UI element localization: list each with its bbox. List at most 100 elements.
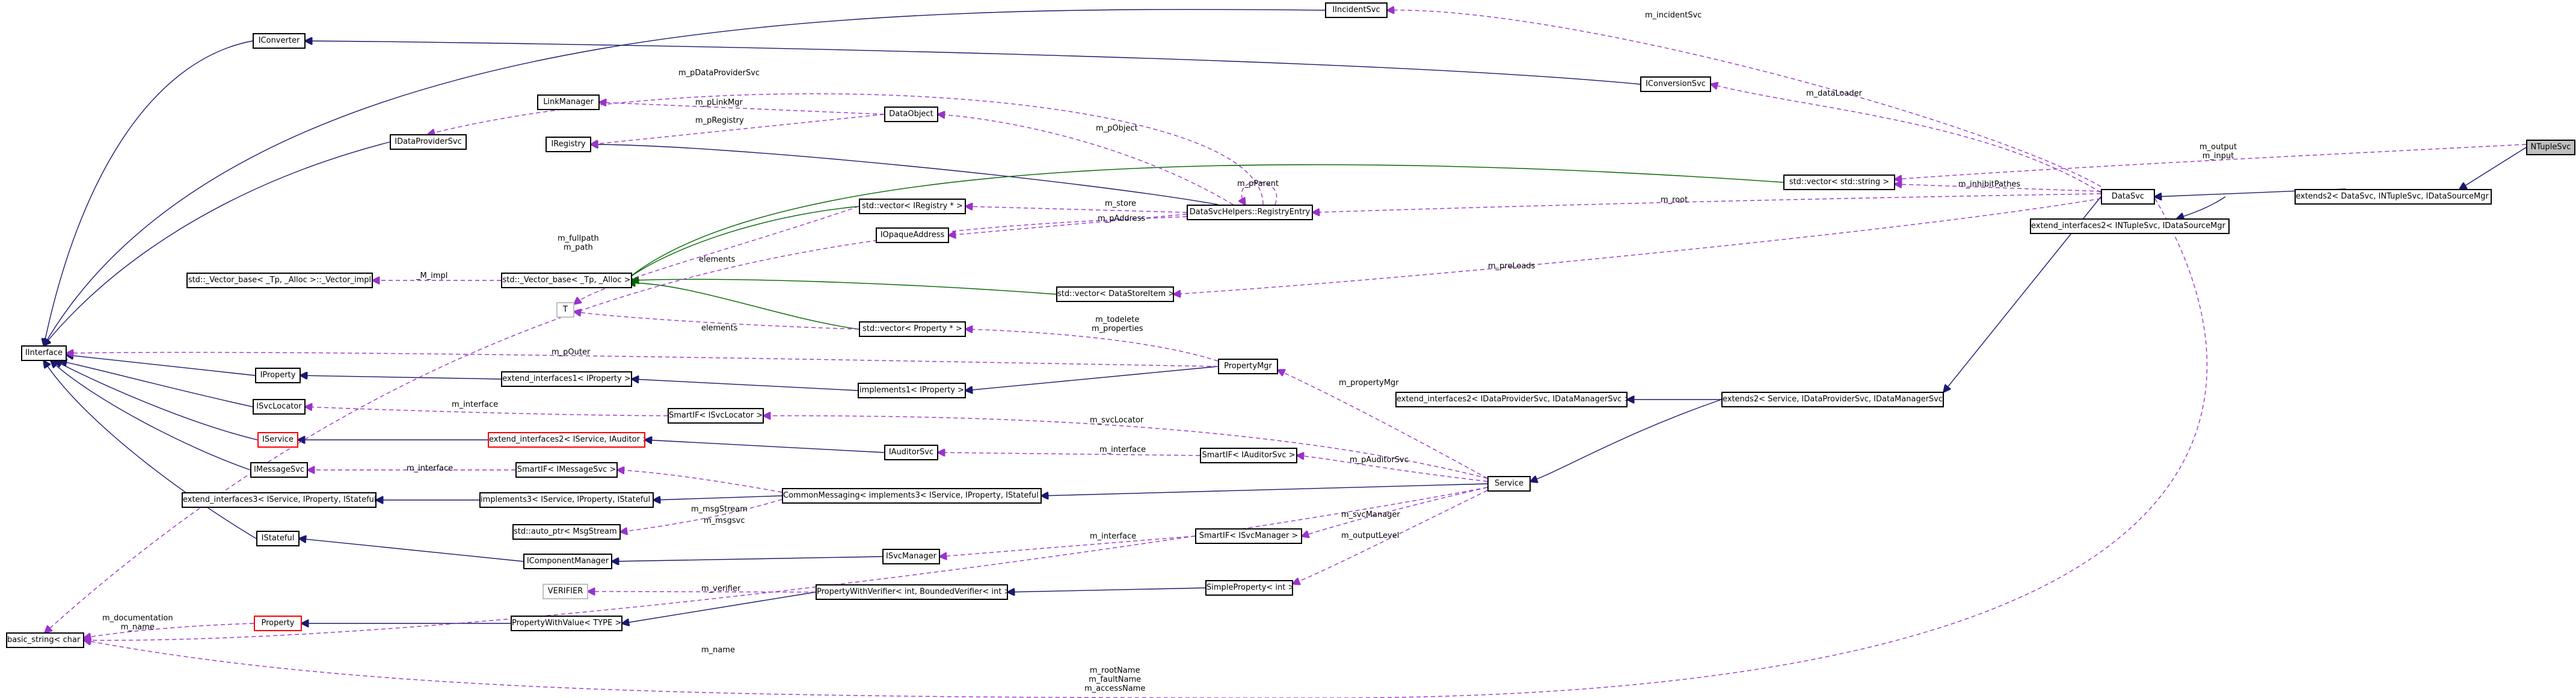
node-smartif-iauditorsvc[interactable]: SmartIF< IAuditorSvc > bbox=[1200, 448, 1297, 463]
edge-pwv-pwvalue bbox=[622, 591, 816, 623]
edge-u-msgsvc bbox=[618, 470, 782, 493]
node-iinterface[interactable]: IInterface bbox=[21, 345, 67, 361]
node-smartif-imessagesvc[interactable]: SmartIF< IMessageSvc > bbox=[515, 462, 618, 478]
node-t[interactable]: T bbox=[556, 302, 574, 318]
node-basic-string[interactable]: basic_string< char > bbox=[6, 632, 84, 648]
node-isvcmanager[interactable]: ISvcManager bbox=[882, 549, 940, 564]
edge-label-inhibitpathes: m_inhibitPathes bbox=[1958, 180, 2021, 189]
edge-label-interface-4: m_interface bbox=[1090, 532, 1137, 541]
node-extends2-datasvc[interactable]: extends2< DataSvc, INTupleSvc, IDataSour… bbox=[2295, 189, 2492, 205]
edge-u-elements2 bbox=[574, 312, 859, 330]
node-simpleproperty-int[interactable]: SimpleProperty< int > bbox=[1205, 580, 1293, 596]
node-extends2-service[interactable]: extends2< Service, IDataProviderSvc, IDa… bbox=[1721, 392, 1944, 407]
node-auto-ptr-msgstream[interactable]: std::auto_ptr< MsgStream > bbox=[512, 524, 621, 540]
edge-imsgsvc-iinterface bbox=[51, 361, 251, 471]
edge-u-pparent bbox=[1241, 181, 1277, 205]
edge-u-root bbox=[1313, 193, 2101, 212]
edge-u-plinkmgr bbox=[600, 102, 885, 115]
edge-label-elements-1: elements bbox=[699, 255, 736, 264]
edge-impl1-extif1 bbox=[632, 379, 858, 391]
edge-u-fullpath bbox=[45, 216, 1187, 632]
node-propertywithverifier[interactable]: PropertyWithVerifier< int, BoundedVerifi… bbox=[816, 584, 1008, 600]
edge-label-pobject: m_pObject bbox=[1096, 124, 1138, 133]
node-icomponentmanager[interactable]: IComponentManager bbox=[523, 554, 612, 569]
node-extend-interfaces2-intuplesvc[interactable]: extend_interfaces2< INTupleSvc, IDataSou… bbox=[2030, 218, 2230, 234]
node-vector-property[interactable]: std::vector< Property * > bbox=[859, 321, 966, 337]
edge-label-pparent: m_pParent bbox=[1237, 179, 1279, 188]
node-istateful[interactable]: IStateful bbox=[256, 531, 300, 546]
node-smartif-isvclocator[interactable]: SmartIF< ISvcLocator > bbox=[668, 408, 764, 424]
node-verifier[interactable]: VERIFIER bbox=[543, 584, 588, 599]
edge-extends2-extif2 bbox=[2177, 196, 2226, 218]
edge-label-root: m_root bbox=[1661, 196, 1688, 205]
node-vector-base[interactable]: std::_Vector_base< _Tp, _Alloc > bbox=[501, 273, 632, 288]
edge-label-preloads: m_preLoads bbox=[1488, 262, 1535, 271]
edge-extif1-iproperty bbox=[301, 375, 502, 380]
node-extend-interfaces3[interactable]: extend_interfaces3< IService, IProperty,… bbox=[182, 492, 377, 508]
node-smartif-isvcmanager[interactable]: SmartIF< ISvcManager > bbox=[1195, 528, 1302, 544]
edge-label-interface-2: m_interface bbox=[1099, 445, 1146, 454]
node-iconversionsvc[interactable]: IConversionSvc bbox=[1640, 76, 1711, 92]
edge-label-output-input: m_output m_input bbox=[2199, 143, 2237, 161]
node-extend-interfaces2-idataprovidersvc[interactable]: extend_interfaces2< IDataProviderSvc, ID… bbox=[1395, 392, 1628, 407]
node-vector-iregistry[interactable]: std::vector< IRegistry * > bbox=[859, 199, 966, 214]
edge-u-interface2 bbox=[938, 452, 1200, 456]
edge-simpleprop-pwv bbox=[1008, 587, 1206, 592]
node-iregistry[interactable]: IRegistry bbox=[546, 137, 591, 152]
edge-u-paddress bbox=[949, 214, 1187, 235]
edge-u-propmgr bbox=[1278, 370, 1488, 479]
node-service[interactable]: Service bbox=[1487, 476, 1531, 492]
edge-u-dataloader bbox=[1711, 84, 2101, 193]
node-registryentry[interactable]: DataSvcHelpers::RegistryEntry bbox=[1187, 205, 1313, 220]
edge-iservice-iinterface bbox=[55, 361, 258, 440]
edge-label-name: m_name bbox=[701, 646, 736, 655]
node-iauditorsvc[interactable]: IAuditorSvc bbox=[884, 445, 938, 460]
edge-label-elements-2: elements bbox=[701, 324, 738, 333]
node-iconverter[interactable]: IConverter bbox=[253, 33, 306, 49]
edge-isvcloc-iinterface bbox=[60, 361, 253, 407]
node-vector-impl[interactable]: std::_Vector_base< _Tp, _Alloc >::_Vecto… bbox=[186, 273, 373, 288]
node-imessagesvc[interactable]: IMessageSvc bbox=[250, 462, 308, 478]
edge-label-store: m_store bbox=[1105, 199, 1137, 208]
edge-tpl-vdsi bbox=[632, 279, 1057, 295]
node-iservice[interactable]: IService bbox=[257, 432, 298, 448]
edge-label-verifier: m_verifier bbox=[701, 584, 741, 593]
node-linkmanager[interactable]: LinkManager bbox=[537, 94, 600, 110]
node-idataprovidersvc[interactable]: IDataProviderSvc bbox=[390, 134, 467, 150]
node-extend-interfaces2-iservice[interactable]: extend_interfaces2< IService, IAuditor > bbox=[488, 432, 645, 448]
node-ntuplesvc[interactable]: NTupleSvc bbox=[2526, 140, 2575, 155]
node-property[interactable]: Property bbox=[254, 616, 302, 631]
edge-iproperty-iinterface bbox=[67, 355, 256, 376]
edge-label-propertymgr: m_propertyMgr bbox=[1339, 378, 1399, 388]
edge-iconverter-iinterface bbox=[44, 40, 253, 345]
edge-regentry-iregistry bbox=[591, 144, 1219, 205]
node-propertywithvalue[interactable]: PropertyWithValue< TYPE > bbox=[511, 616, 622, 631]
node-isvclocator[interactable]: ISvcLocator bbox=[253, 399, 306, 415]
edge-label-rootname: m_rootName m_faultName m_accessName bbox=[1084, 666, 1146, 693]
node-implements1-iproperty[interactable]: implements1< IProperty > bbox=[858, 383, 966, 398]
edge-label-svclocator: m_svcLocator bbox=[1090, 416, 1144, 425]
edge-istateful-iinterface bbox=[44, 361, 257, 539]
edge-u-interface4 bbox=[940, 536, 1196, 557]
edge-u-svcloc bbox=[764, 416, 1488, 479]
edge-label-pauditorsvc: m_pAuditorSvc bbox=[1350, 456, 1409, 465]
edge-u-elements1 bbox=[574, 206, 859, 304]
node-iopaqueaddress[interactable]: IOpaqueAddress bbox=[876, 227, 949, 243]
node-iproperty[interactable]: IProperty bbox=[255, 368, 301, 383]
node-vector-datastoreitem[interactable]: std::vector< DataStoreItem > bbox=[1056, 286, 1174, 302]
edge-u-inhibit bbox=[1895, 184, 2101, 192]
node-extend-interfaces1-iproperty[interactable]: extend_interfaces1< IProperty > bbox=[501, 371, 632, 387]
node-propertymgr[interactable]: PropertyMgr bbox=[1218, 359, 1278, 374]
edge-label-plinkmgr: m_pLinkMgr bbox=[695, 98, 743, 107]
node-commonmessaging[interactable]: CommonMessaging< implements3< IService, … bbox=[782, 488, 1042, 504]
node-iincidentsvc[interactable]: IIncidentSvc bbox=[1325, 2, 1388, 18]
edge-u-svcmgr bbox=[1302, 487, 1488, 536]
node-vector-string[interactable]: std::vector< std::string > bbox=[1783, 174, 1895, 190]
node-dataobject[interactable]: DataObject bbox=[884, 107, 938, 122]
node-implements3[interactable]: implements3< IService, IProperty, IState… bbox=[479, 492, 654, 508]
node-datasvc[interactable]: DataSvc bbox=[2101, 189, 2155, 205]
edge-u-outputlevel bbox=[1293, 490, 1488, 584]
edge-u-todelete bbox=[966, 329, 1219, 362]
edge-label-outputlevel: m_outputLevel bbox=[1341, 531, 1400, 540]
